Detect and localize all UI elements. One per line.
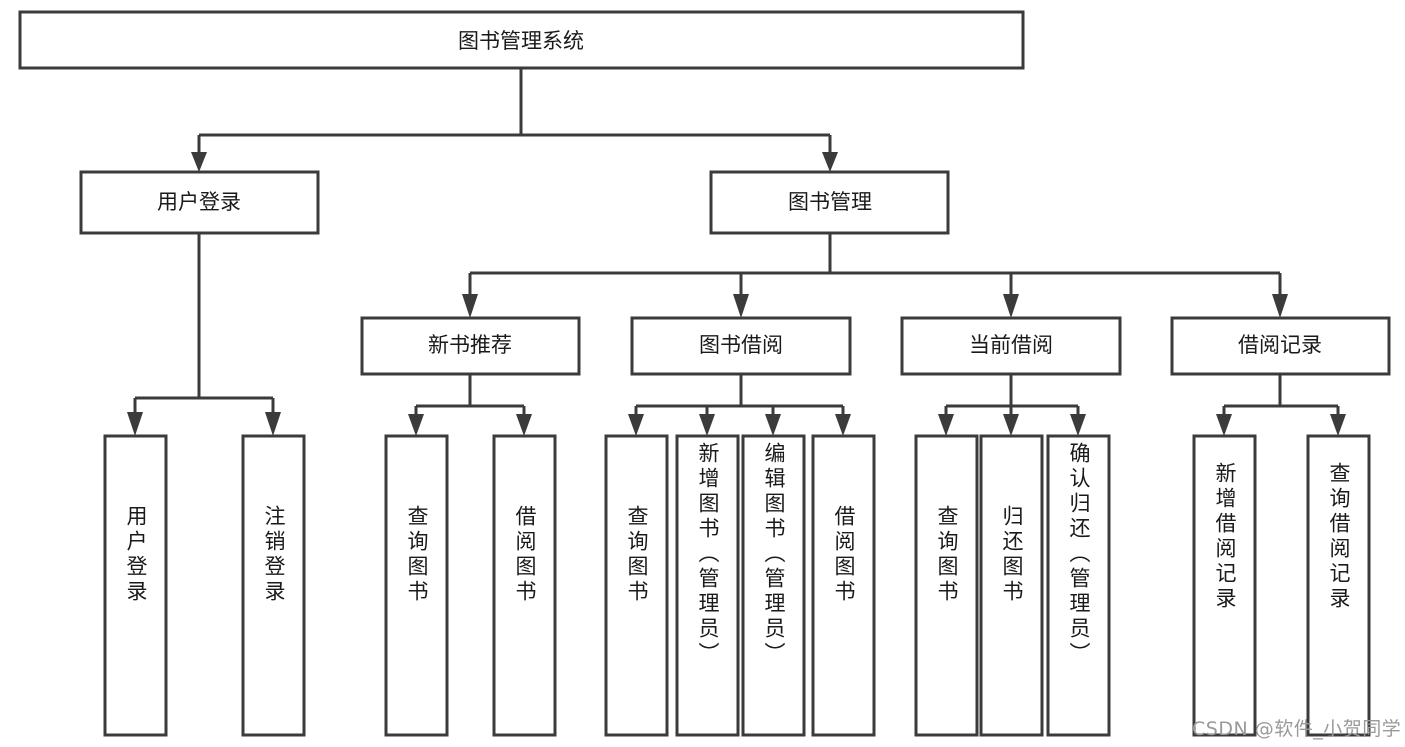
node-new-book-recommend-label: 新书推荐	[428, 333, 512, 357]
arrowhead-leaf-borrow-book-2	[835, 414, 851, 436]
arrowhead-user-login	[191, 152, 207, 172]
leaf-add-record-box[interactable]	[1192, 434, 1257, 737]
node-current-borrow-label: 当前借阅	[969, 333, 1053, 357]
node-user-login-box[interactable]	[79, 170, 320, 235]
leaf-query-book-2-box[interactable]	[604, 434, 669, 737]
leaf-user-logout-box[interactable]	[241, 434, 306, 737]
arrowhead-book-borrow	[733, 294, 749, 318]
node-borrow-record[interactable]: 借阅记录	[1170, 316, 1391, 376]
node-current-borrow-box[interactable]	[900, 316, 1122, 376]
leaf-borrow-book-1-box[interactable]	[492, 434, 557, 737]
leaf-add-book-box[interactable]	[675, 434, 740, 737]
node-new-book-recommend-box[interactable]	[360, 316, 581, 376]
arrowhead-leaf-query-book-1	[408, 414, 424, 436]
leaf-confirm-return-box[interactable]	[1046, 434, 1111, 737]
arrowhead-leaf-return-book	[1003, 414, 1019, 436]
arrowhead-borrow-record	[1272, 294, 1288, 318]
arrowhead-leaf-add-book	[699, 414, 715, 436]
node-user-login[interactable]: 用户登录	[79, 170, 320, 235]
leaf-query-book-3-box[interactable]	[914, 434, 979, 737]
connectors-group	[127, 68, 1346, 436]
leaf-query-book-1-box[interactable]	[384, 434, 449, 737]
node-borrow-record-label: 借阅记录	[1238, 333, 1322, 357]
node-book-borrow-box[interactable]	[630, 316, 852, 376]
watermark-label: CSDN @软件_小贺同学	[1192, 718, 1402, 740]
node-book-management[interactable]: 图书管理	[709, 170, 950, 235]
arrowhead-leaf-borrow-book-1	[516, 414, 532, 436]
node-root[interactable]: 图书管理系统	[18, 10, 1025, 70]
arrowhead-leaf-query-record	[1330, 414, 1346, 436]
arrowhead-new-book-recommend	[462, 294, 478, 318]
arrowhead-leaf-user-login	[127, 412, 143, 436]
node-root-box[interactable]	[18, 10, 1025, 70]
arrowhead-book-management	[822, 152, 838, 172]
node-user-login-label: 用户登录	[157, 190, 241, 214]
node-book-borrow[interactable]: 图书借阅	[630, 316, 852, 376]
arrowhead-leaf-confirm-return	[1070, 414, 1086, 436]
node-book-management-box[interactable]	[709, 170, 950, 235]
leaf-borrow-book-2-box[interactable]	[811, 434, 876, 737]
node-borrow-record-box[interactable]	[1170, 316, 1391, 376]
leaf-return-book-box[interactable]	[979, 434, 1044, 737]
leaf-query-record-box[interactable]	[1306, 434, 1371, 737]
node-root-label: 图书管理系统	[458, 29, 584, 53]
node-current-borrow[interactable]: 当前借阅	[900, 316, 1122, 376]
arrowhead-leaf-query-book-2	[628, 414, 644, 436]
arrowhead-leaf-user-logout	[265, 412, 281, 436]
leaf-user-login-box[interactable]	[103, 434, 168, 737]
arrowhead-leaf-add-record	[1216, 414, 1232, 436]
arrowhead-current-borrow	[1003, 294, 1019, 318]
arrowhead-leaf-edit-book	[765, 414, 781, 436]
node-book-management-label: 图书管理	[788, 190, 872, 214]
leaf-edit-book-box[interactable]	[741, 434, 806, 737]
node-book-borrow-label: 图书借阅	[699, 333, 783, 357]
arrowhead-leaf-query-book-3	[938, 414, 954, 436]
node-new-book-recommend[interactable]: 新书推荐	[360, 316, 581, 376]
